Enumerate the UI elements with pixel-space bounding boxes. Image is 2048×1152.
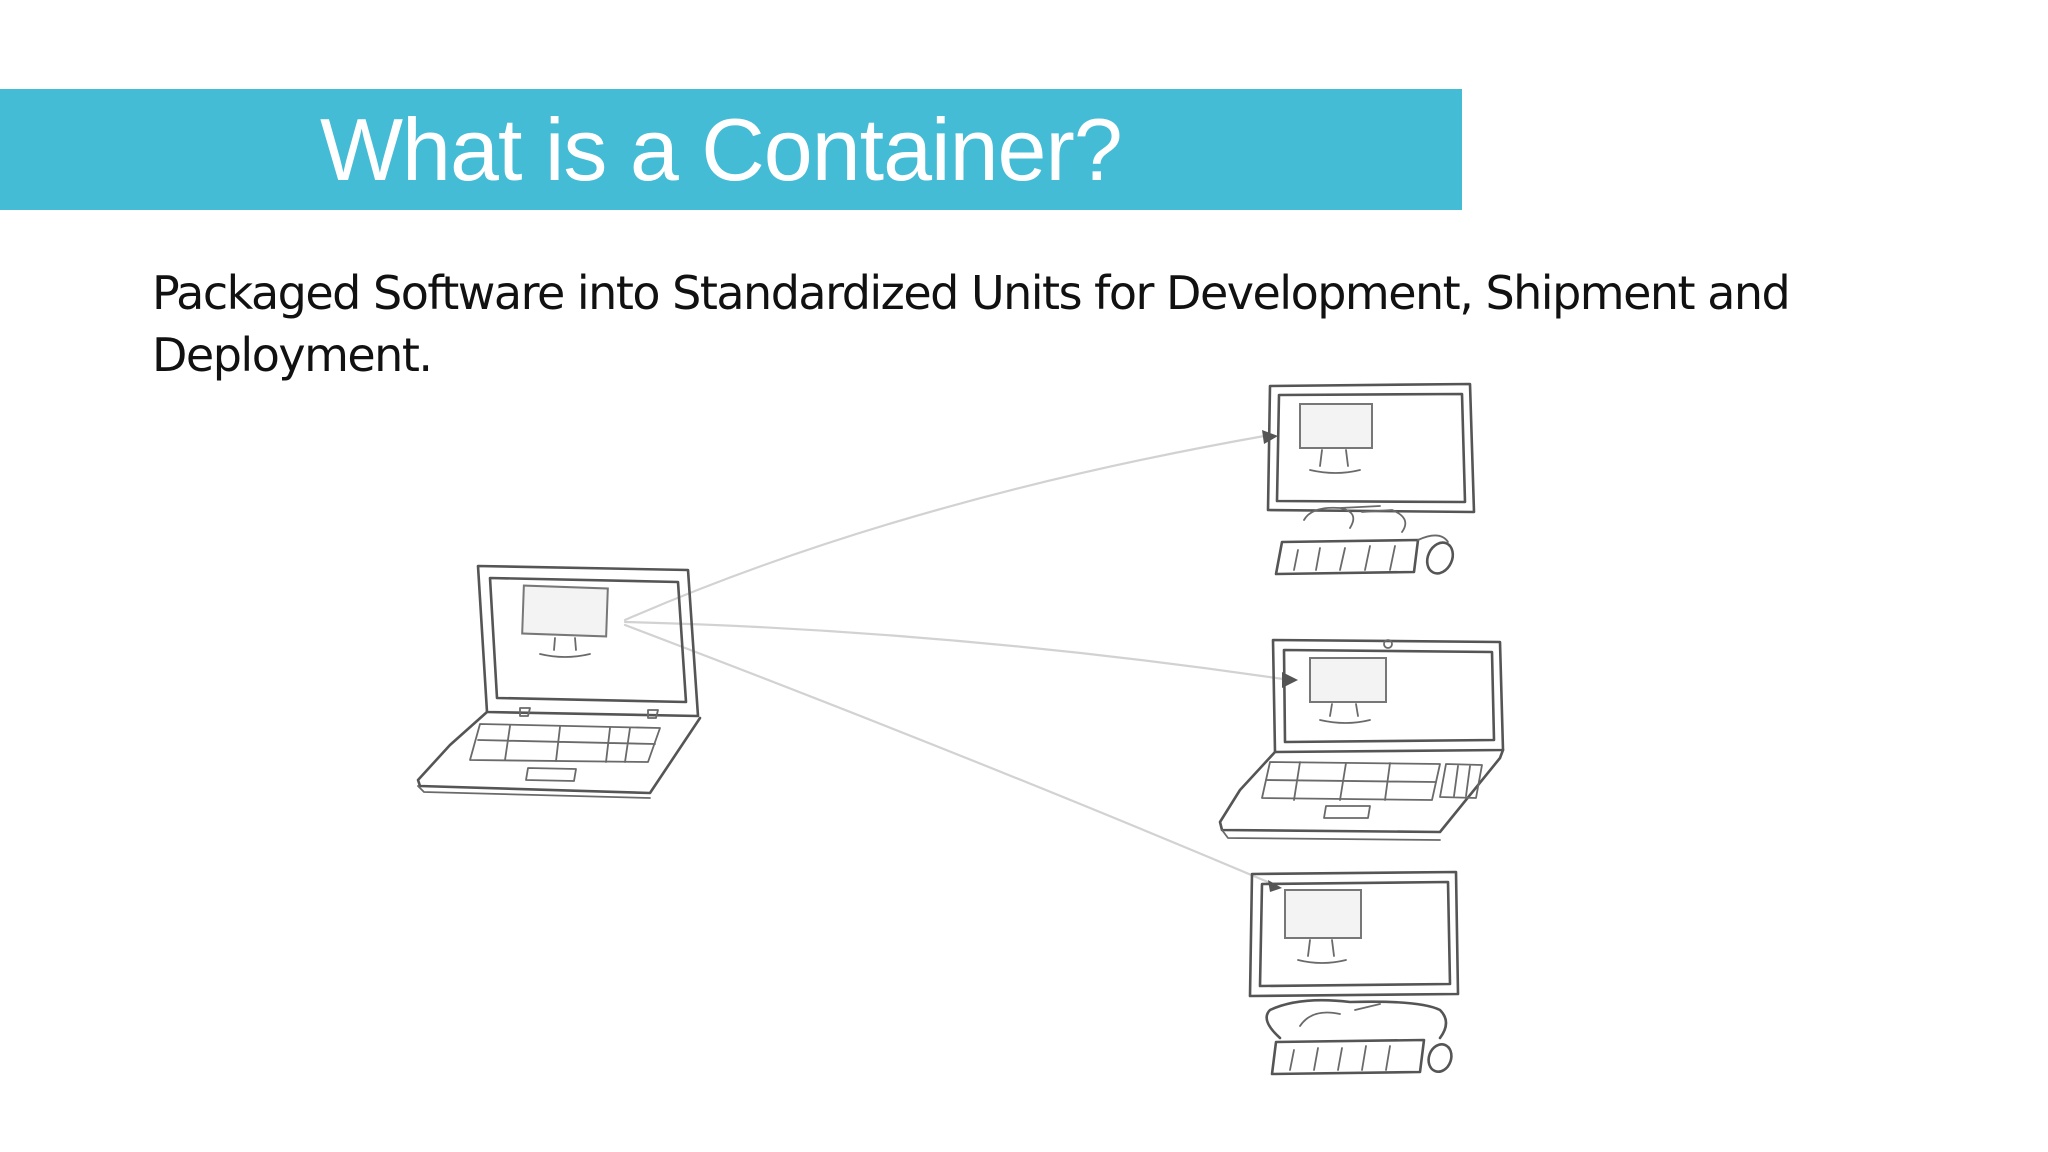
laptop-icon bbox=[1218, 638, 1505, 841]
arrow-to-desktop-top bbox=[623, 433, 1272, 622]
title-bar: What is a Container? bbox=[0, 89, 1462, 210]
desktop-computer-icon bbox=[1266, 382, 1476, 576]
desktop-computer-icon bbox=[1248, 870, 1460, 1076]
slide-subtitle: Packaged Software into Standardized Unit… bbox=[152, 266, 1791, 382]
deployment-arrows bbox=[623, 430, 1298, 892]
arrow-head-middle bbox=[1282, 672, 1298, 688]
laptop-icon bbox=[416, 564, 702, 799]
arrow-to-laptop-middle bbox=[623, 620, 1292, 682]
slide-title: What is a Container? bbox=[320, 100, 1123, 199]
arrow-head-bottom bbox=[1268, 880, 1282, 892]
arrow-to-desktop-bottom bbox=[623, 623, 1277, 887]
